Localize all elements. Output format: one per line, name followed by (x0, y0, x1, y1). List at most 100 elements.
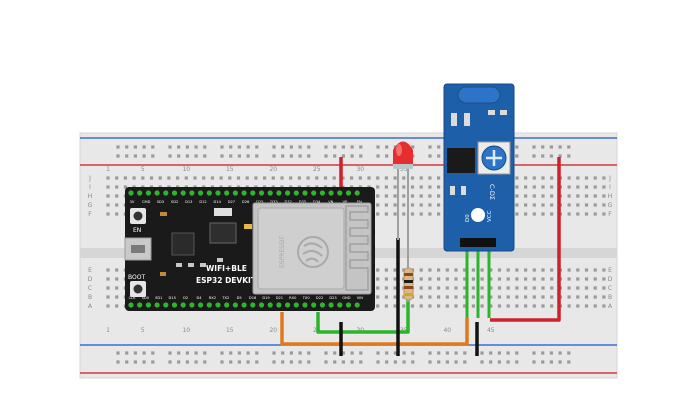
rail-hole (341, 351, 345, 355)
column-number: 20 (269, 327, 277, 334)
breadboard-hole (515, 212, 519, 216)
esp32-top-pin-label: SD2 (171, 200, 178, 204)
rail-hole (341, 145, 345, 149)
breadboard-hole (541, 304, 545, 308)
breadboard-hole (602, 295, 606, 299)
breadboard-hole (602, 277, 606, 281)
breadboard-hole (550, 176, 554, 180)
esp32-header-pin (154, 190, 160, 196)
esp32-top-pin-label: D34 (313, 200, 321, 204)
breadboard-hole (376, 295, 380, 299)
breadboard-hole (437, 176, 441, 180)
breadboard-hole (480, 304, 484, 308)
breadboard-hole (384, 304, 388, 308)
rail-hole (532, 145, 536, 149)
esp32-header-pin (311, 302, 317, 308)
resistor (403, 200, 414, 302)
rail-hole (281, 145, 285, 149)
breadboard-hole (376, 194, 380, 198)
breadboard-hole (428, 277, 432, 281)
breadboard-hole (193, 176, 197, 180)
breadboard-hole (515, 286, 519, 290)
esp32-bottom-pin-label: D22 (316, 296, 323, 300)
rail-hole (506, 351, 510, 355)
breadboard-hole (497, 286, 502, 290)
rail-hole (333, 360, 337, 364)
breadboard-hole (489, 286, 493, 290)
rail-hole (237, 360, 241, 364)
breadboard-hole (419, 185, 423, 189)
rail-hole (437, 154, 441, 158)
rail-hole (168, 145, 172, 149)
esp32-header-pin (137, 302, 143, 308)
row-letter: G (608, 202, 613, 209)
breadboard-hole (463, 304, 467, 308)
breadboard-hole (489, 268, 493, 272)
breadboard-hole (454, 304, 458, 308)
breadboard-hole (367, 176, 371, 180)
rail-hole (142, 351, 146, 355)
esp32-header-pin (276, 302, 282, 308)
breadboard-hole (550, 212, 554, 216)
esp32-header-pin (345, 190, 352, 196)
breadboard-hole (445, 295, 449, 299)
breadboard-hole (106, 212, 110, 216)
breadboard-hole (376, 176, 380, 180)
boot-label: BOOT (128, 274, 145, 281)
breadboard-hole (584, 286, 589, 290)
rail-hole (463, 360, 467, 364)
breadboard-hole (532, 212, 536, 216)
breadboard-hole (584, 185, 589, 189)
sensor-smd (450, 186, 455, 195)
breadboard-hole (497, 268, 502, 272)
breadboard-hole (497, 277, 502, 281)
rail-hole (428, 154, 432, 158)
breadboard-hole (437, 295, 441, 299)
breadboard-hole (593, 185, 597, 189)
esp32-bottom-pin-label: D2 (183, 296, 188, 300)
breadboard-hole (376, 185, 380, 189)
breadboard-hole (106, 277, 110, 281)
column-number: 1 (106, 327, 110, 334)
esp32-bottom-pin-label: RX2 (209, 296, 216, 300)
breadboard-hole (419, 304, 423, 308)
breadboard-hole (393, 194, 397, 198)
breadboard-hole (541, 268, 545, 272)
resistor-band (404, 293, 413, 296)
breadboard-hole (506, 286, 510, 290)
breadboard-hole (393, 203, 397, 207)
breadboard-hole (141, 176, 145, 180)
rail-hole (333, 351, 337, 355)
breadboard-hole (254, 176, 258, 180)
esp32-bottom-pin-label: SD1 (155, 296, 162, 300)
esp32-header-pin (354, 190, 360, 196)
rail-hole (185, 154, 189, 158)
breadboard-hole (515, 304, 519, 308)
sensor-smd (461, 186, 466, 195)
breadboard-hole (524, 304, 528, 308)
breadboard-hole (576, 304, 580, 308)
row-letter: A (88, 303, 93, 310)
esp32-top-pin-label: D14 (214, 200, 222, 204)
rail-hole (229, 145, 233, 149)
rail-hole (515, 360, 519, 364)
breadboard-hole (132, 176, 136, 180)
esp32-header-pin (285, 190, 291, 196)
rail-hole (437, 360, 441, 364)
breadboard-hole (393, 277, 397, 281)
breadboard-hole (515, 176, 519, 180)
resistor-band (404, 273, 413, 276)
rail-hole (272, 145, 276, 149)
smd-resistor (176, 263, 182, 267)
rail-hole (220, 154, 224, 158)
esp32-header-pin (163, 302, 169, 308)
esp32-header-pin (171, 190, 178, 196)
breadboard-hole (550, 268, 554, 272)
rail-hole (229, 351, 233, 355)
esp32-header-pin (154, 302, 160, 308)
rail-hole (307, 360, 311, 364)
esp32-header-pin (128, 302, 134, 308)
